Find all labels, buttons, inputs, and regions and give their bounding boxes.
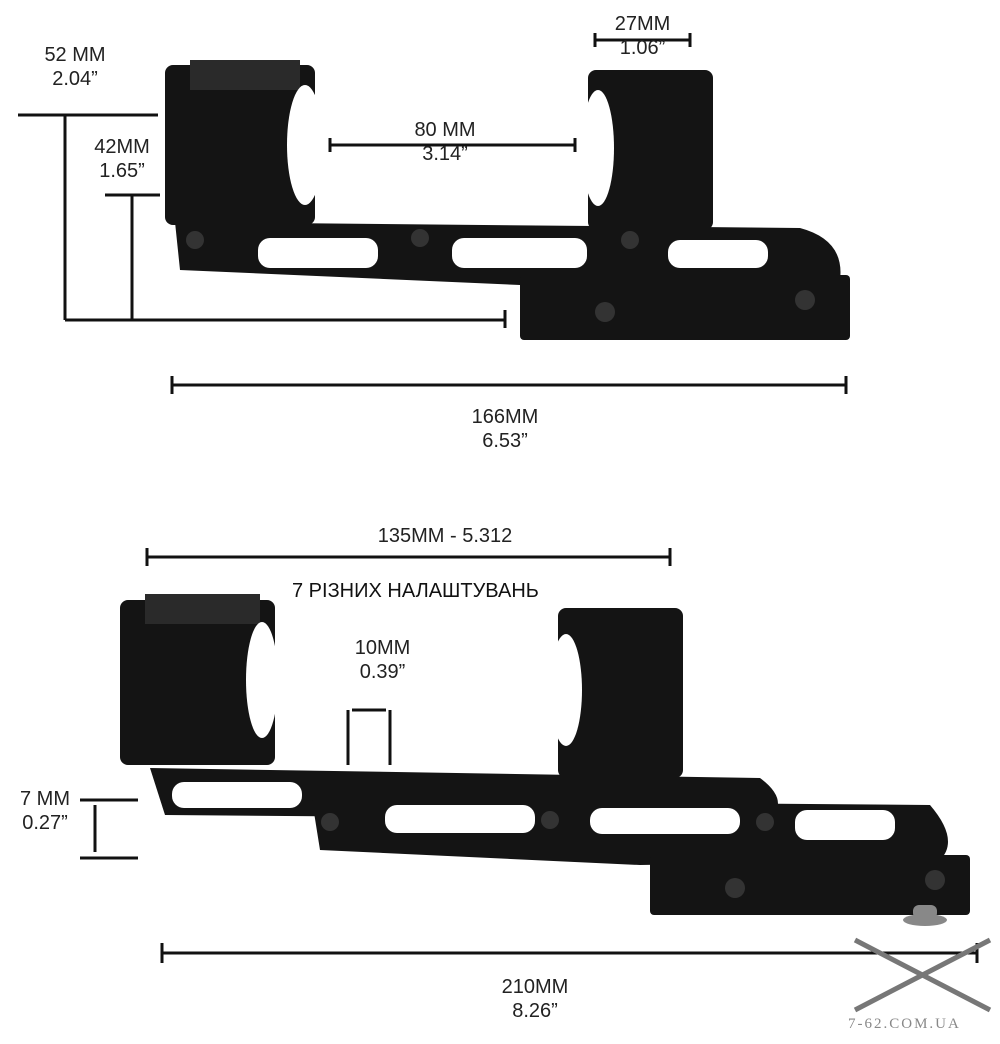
watermark-logo: [853, 905, 992, 1013]
bottom-mount-image: [120, 594, 970, 915]
inch-value: 0.39”: [359, 661, 406, 683]
settings-label: 7 РІЗНИХ НАЛАШТУВАНЬ: [292, 580, 539, 602]
mm-value: 210MM: [501, 976, 569, 998]
top-mount-image: [165, 60, 850, 340]
mm-value: 7 MM: [20, 788, 70, 810]
inch-value: 1.65”: [99, 160, 145, 182]
inch-value: 3.14”: [422, 143, 468, 165]
mm-value: 10MM: [354, 637, 411, 659]
mm-value: 52 MM: [44, 44, 106, 66]
mm-value: 42MM: [94, 136, 150, 158]
mm-value: 27MM: [614, 13, 671, 35]
inch-value: 2.04”: [52, 68, 98, 90]
inch-value: 1.06”: [619, 37, 666, 59]
adjust-range-label: 135MM - 5.312: [377, 525, 513, 547]
inch-value: 6.53”: [482, 430, 528, 452]
top-dimension-lines: [18, 33, 848, 394]
inch-value: 0.27”: [22, 812, 68, 834]
watermark-text: 7-62.COM.UA: [848, 1016, 961, 1032]
mm-value: 80 MM: [414, 119, 476, 141]
inch-value: 8.26”: [512, 1000, 558, 1022]
mm-value: 166MM: [471, 406, 539, 428]
